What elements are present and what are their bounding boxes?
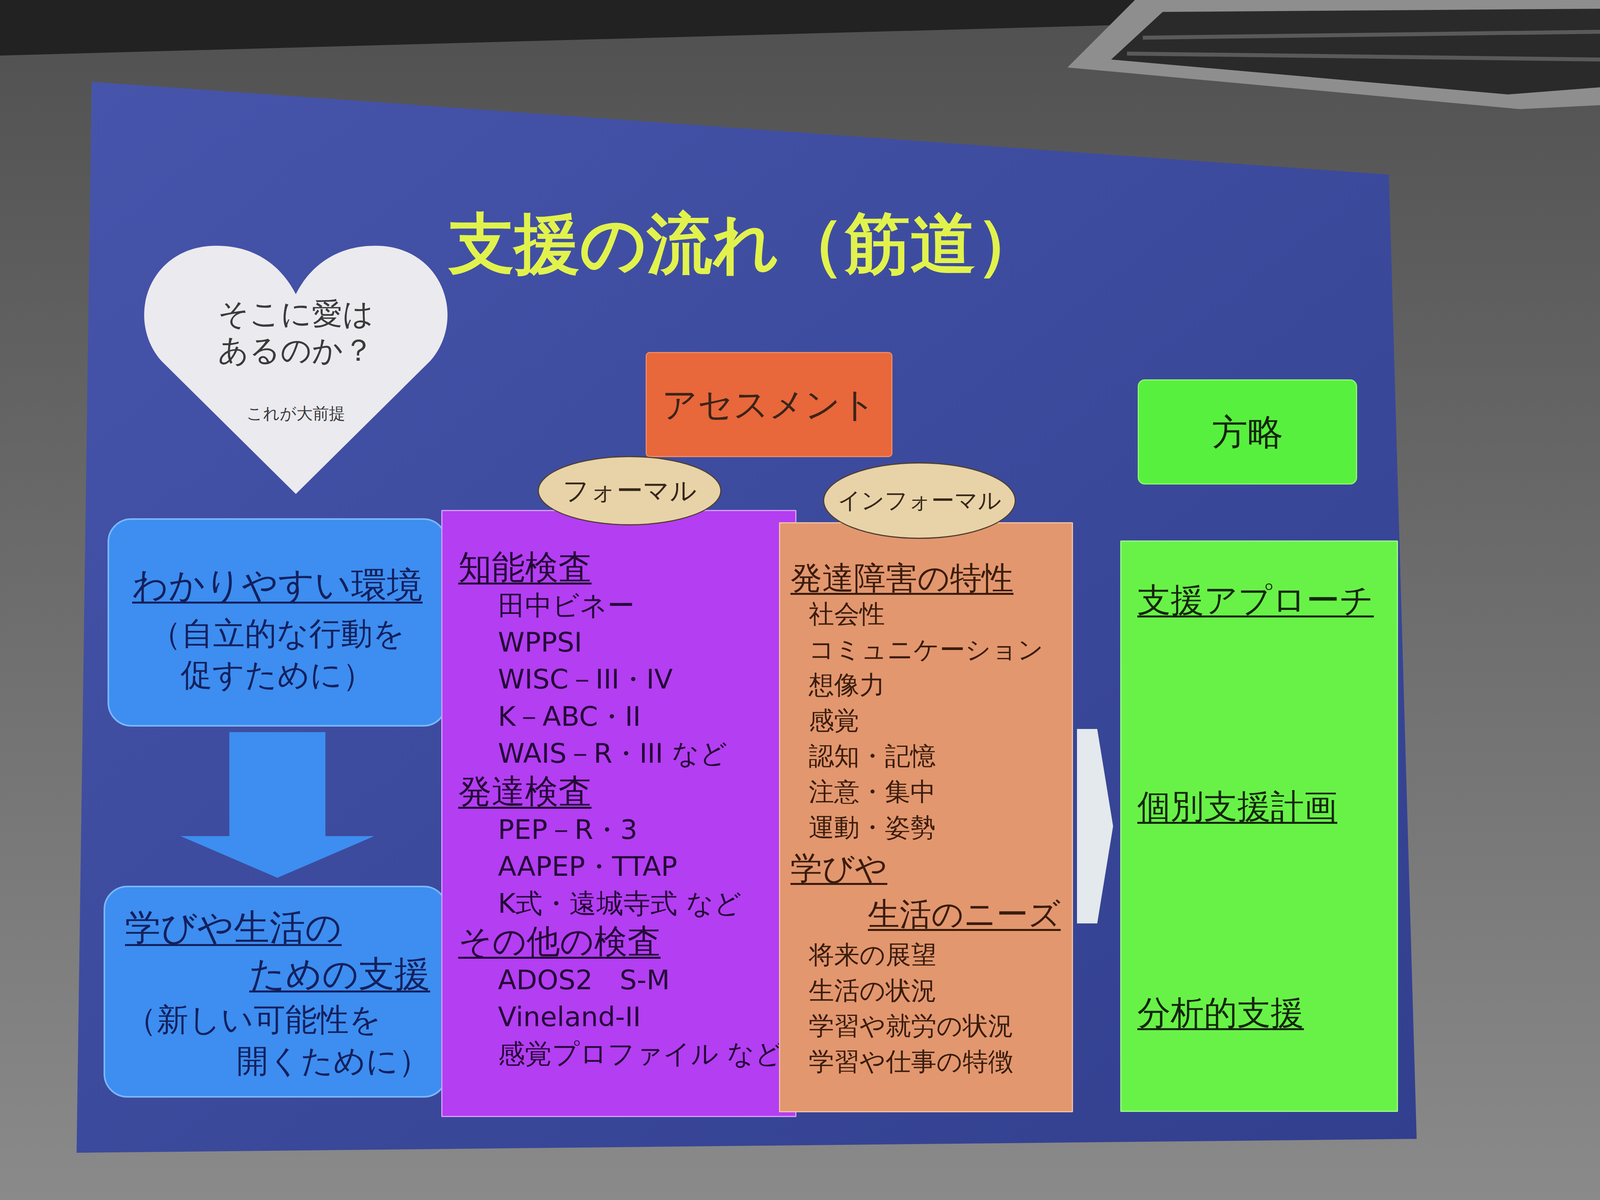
rounded-box: 学びや生活の ための支援（新しい可能性を 開くために）	[103, 885, 448, 1098]
air-vent-slot	[1111, 8, 1600, 95]
node-text: 感覚	[790, 703, 860, 739]
node-text: AAPEP・TTAP	[458, 848, 678, 885]
node-text: 個別支援計画	[1137, 785, 1338, 828]
node-text: WISC－III・IV	[458, 660, 674, 698]
block-arrow	[1076, 728, 1114, 924]
node-text: 分析的支援	[1137, 992, 1304, 1034]
node-text: わかりやすい環境	[132, 562, 423, 608]
heading-box: 方略	[1137, 379, 1358, 485]
node-text: PEP－R・3	[458, 811, 638, 849]
panel-box: 発達障害の特性社会性コミュニケーション想像力感覚認知・記憶注意・集中運動・姿勢学…	[778, 522, 1074, 1113]
node-text: 田中ビネー	[458, 586, 635, 624]
node-text: 感覚プロファイル など	[458, 1035, 783, 1073]
air-vent-fin	[1142, 31, 1600, 38]
oval-label: インフォーマル	[823, 462, 1016, 539]
oval-label: フォーマル	[537, 455, 722, 526]
slide-title: 支援の流れ（筋道）	[448, 206, 1042, 282]
node-text: 学びや生活の ための支援	[125, 903, 431, 997]
node-text: WAIS－R・III など	[458, 734, 728, 772]
panel-box: 知能検査田中ビネーWPPSIWISC－III・IVK－ABC・IIWAIS－R・…	[441, 509, 797, 1118]
node-text: K式・遠城寺式 など	[458, 884, 742, 922]
air-vent-fin	[1126, 53, 1600, 60]
node-text: 学習や仕事の特徴	[790, 1044, 1014, 1080]
node-text: （自立的な行動を 促すために）	[125, 613, 430, 696]
node-text: フォーマル	[562, 475, 697, 507]
heart-fill	[144, 245, 448, 494]
node-text: 注意・集中	[790, 774, 936, 810]
node-text: アセスメント	[661, 383, 877, 426]
node-text: 支援アプローチ	[1137, 579, 1374, 622]
rounded-box: わかりやすい環境 （自立的な行動を 促すために）	[107, 518, 448, 727]
node-text: Vineland-II	[458, 998, 641, 1036]
node-text: （新しい可能性を 開くために）	[125, 999, 431, 1082]
node-text: コミュニケーション	[790, 632, 1044, 668]
node-text: 社会性	[790, 596, 885, 633]
air-vent	[1067, 0, 1600, 110]
node-text: K－ABC・II	[458, 698, 641, 735]
node-text: 発達検査	[458, 771, 592, 812]
node-text: 想像力	[790, 667, 885, 704]
node-text: そこに愛は あるのか？	[217, 295, 374, 370]
heart-shape: そこに愛は あるのか？ これが大前提	[142, 239, 449, 500]
node-text: 学びや 生活のニーズ	[790, 845, 1061, 938]
node-text: 発達障害の特性	[790, 559, 1014, 597]
heart-outline	[142, 239, 449, 500]
node-text: これが大前提	[246, 403, 346, 424]
node-text: インフォーマル	[837, 486, 1002, 515]
heading-box: アセスメント	[645, 351, 893, 458]
node-text: 運動・姿勢	[790, 809, 936, 846]
node-text: 知能検査	[458, 547, 592, 587]
node-text: 将来の展望	[790, 937, 937, 974]
node-text: 認知・記憶	[790, 738, 936, 775]
node-text: 方略	[1211, 410, 1284, 454]
node-text: WPPSI	[458, 623, 583, 661]
node-text: 学習や就労の状況	[790, 1008, 1014, 1045]
block-arrow	[180, 732, 375, 878]
node-text: 生活の状況	[790, 973, 937, 1009]
panel-box: 支援アプローチ個別支援計画分析的支援	[1120, 540, 1399, 1112]
node-text: ADOS2 S-M	[458, 961, 670, 999]
node-text: その他の検査	[458, 921, 661, 962]
projected-slide	[76, 81, 1417, 1153]
